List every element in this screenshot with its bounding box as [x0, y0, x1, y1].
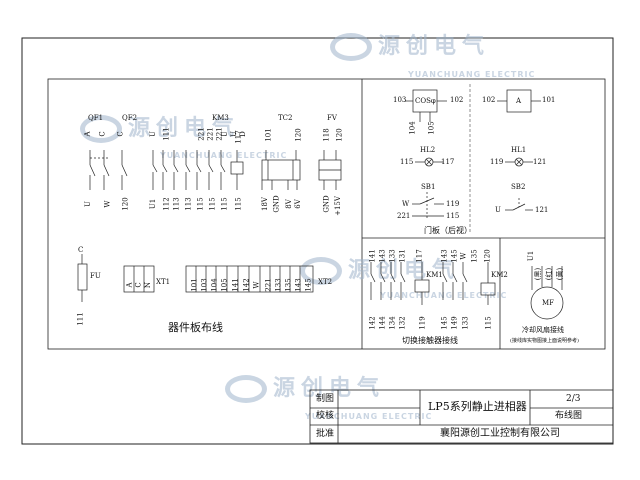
sb1-name: SB1: [421, 183, 436, 191]
fan-label: MF: [542, 299, 555, 307]
hl2-right: 117: [441, 158, 455, 166]
amp-left: 102: [482, 96, 496, 104]
sb2-left: U: [495, 206, 501, 214]
title-row-checked: 校核: [316, 411, 335, 421]
km1-label: KM1: [426, 271, 443, 279]
title-row-drawn: 制图: [316, 394, 335, 404]
watermark-brand: 源创电气: [378, 34, 491, 59]
watermark-subtitle: YUANCHUANG ELECTRIC: [160, 151, 288, 160]
hl1-right: 121: [533, 158, 547, 166]
xt2-block: [185, 265, 314, 293]
watermark-logo: 源创电气: [80, 110, 240, 143]
km2-label: KM2: [491, 271, 508, 279]
switch-panel-caption: 切换接触器接线: [402, 336, 458, 345]
fu-label: FU: [90, 272, 101, 280]
hl2-left: 115: [400, 158, 414, 166]
amp-meter-label: A: [516, 97, 522, 105]
qf2-breaker: [121, 150, 128, 190]
cos-meter-label: COSφ: [415, 97, 436, 105]
qf1-label: QF1: [88, 114, 104, 122]
sb1-pushbutton: [412, 192, 444, 220]
sb1-top-right: 119: [446, 200, 460, 208]
km2-contacts: [442, 262, 468, 300]
sb1-bottom-left: 221: [397, 212, 411, 220]
watermark-subtitle: YUANCHUANG ELECTRIC: [305, 412, 433, 421]
sheet-number: 2/3: [566, 394, 581, 404]
product-title: LP5系列静止进相器: [428, 400, 527, 413]
watermark-logo: 源创电气: [225, 370, 385, 403]
hl1-name: HL1: [511, 146, 527, 154]
xt2-label: XT2: [318, 278, 333, 286]
km1-contacts: [370, 262, 406, 300]
qf2-label: QF2: [122, 114, 138, 122]
xt1-block: [123, 265, 155, 293]
door-panel-caption: 门板（后视）: [424, 226, 472, 235]
amp-right: 101: [542, 96, 556, 104]
fan-motor: [530, 286, 564, 320]
tc2-transformer: [261, 159, 301, 181]
hl2-name: HL2: [420, 146, 436, 154]
watermark-brand: 源创电气: [128, 116, 241, 141]
sb2-name: SB2: [511, 183, 526, 191]
device-board-caption: 器件板布线: [168, 321, 223, 334]
watermark-brand: 源创电气: [273, 376, 386, 401]
fan-panel-note: (接线库实物图接上面说明参考): [510, 338, 579, 344]
xt1-label: XT1: [156, 278, 171, 286]
fv-label: FV: [327, 114, 337, 122]
sb1-top-left: W: [402, 200, 410, 208]
sb2-right: 121: [535, 206, 549, 214]
cos-right: 102: [450, 96, 464, 104]
fan-panel-caption: 冷却风扇接线: [522, 326, 564, 334]
drawing-name: 布线图: [555, 411, 583, 421]
km3-label: KM3: [212, 114, 229, 122]
tc2-label: TC2: [278, 114, 293, 122]
hl1-left: 119: [490, 158, 504, 166]
company-name: 襄阳源创工业控制有限公司: [440, 428, 560, 439]
sb1-bottom-right: 115: [446, 212, 460, 220]
watermark-subtitle: YUANCHUANG ELECTRIC: [408, 70, 536, 79]
title-row-approved: 批准: [316, 429, 335, 439]
km3-contacts: [152, 150, 226, 190]
fu-fuse: [77, 263, 88, 291]
fu-top: C: [78, 246, 84, 254]
cos-left: 103: [393, 96, 407, 104]
sb2-pushbutton: [505, 198, 533, 211]
watermark-logo: 源创电气: [330, 28, 490, 61]
qf1-breaker: [89, 150, 110, 190]
